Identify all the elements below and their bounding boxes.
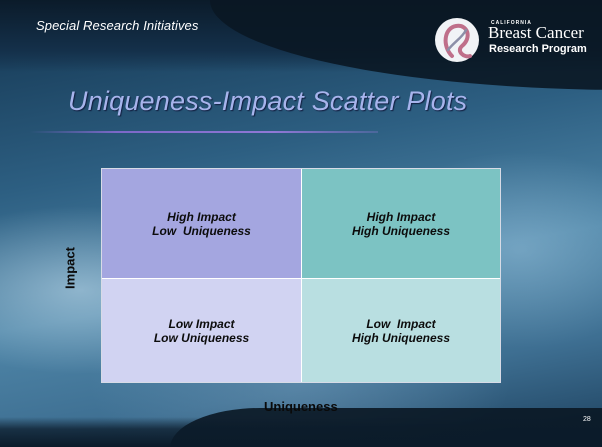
quadrant-label-line2: Low Uniqueness	[153, 330, 250, 345]
matrix-horizontal-divider	[102, 278, 500, 279]
quadrant-label-line1: High Impact	[366, 209, 436, 224]
slide-title: Uniqueness-Impact Scatter Plots	[68, 86, 468, 116]
x-axis-label: Uniqueness	[264, 399, 338, 414]
quadrant-label-line1: High Impact	[167, 209, 236, 224]
quadrant-label-line2: High Uniqueness	[351, 330, 450, 345]
matrix-vertical-divider	[301, 169, 302, 382]
quadrant-label-line1: Low Impact	[168, 316, 235, 331]
quadrant-high-impact-high-uniqueness: High Impact High Uniqueness	[302, 169, 500, 278]
quadrant-low-impact-high-uniqueness: Low Impact High Uniqueness	[302, 279, 500, 382]
title-underline	[30, 131, 378, 133]
bcrp-logo: CALIFORNIA Breast Cancer Research Progra…	[432, 16, 594, 74]
quadrant-label-line2: High Uniqueness	[351, 223, 450, 238]
logo-program: Research Program	[489, 43, 587, 55]
quadrant-label-line2: Low Uniqueness	[152, 223, 251, 238]
logo-name: Breast Cancer	[488, 23, 584, 42]
quadrant-high-impact-low-uniqueness: High Impact Low Uniqueness	[102, 169, 301, 278]
ribbon-logo-icon	[435, 18, 479, 62]
quadrant-label-line1: Low Impact	[366, 316, 436, 331]
quadrant-low-impact-low-uniqueness: Low Impact Low Uniqueness	[102, 279, 301, 382]
footer-band	[0, 417, 602, 447]
section-subtitle: Special Research Initiatives	[36, 18, 199, 33]
y-axis-label: Impact	[62, 247, 78, 289]
page-number: 28	[583, 416, 591, 423]
impact-uniqueness-matrix: High Impact Low Uniqueness High Impact H…	[101, 168, 501, 383]
logo-california: CALIFORNIA	[491, 20, 532, 26]
